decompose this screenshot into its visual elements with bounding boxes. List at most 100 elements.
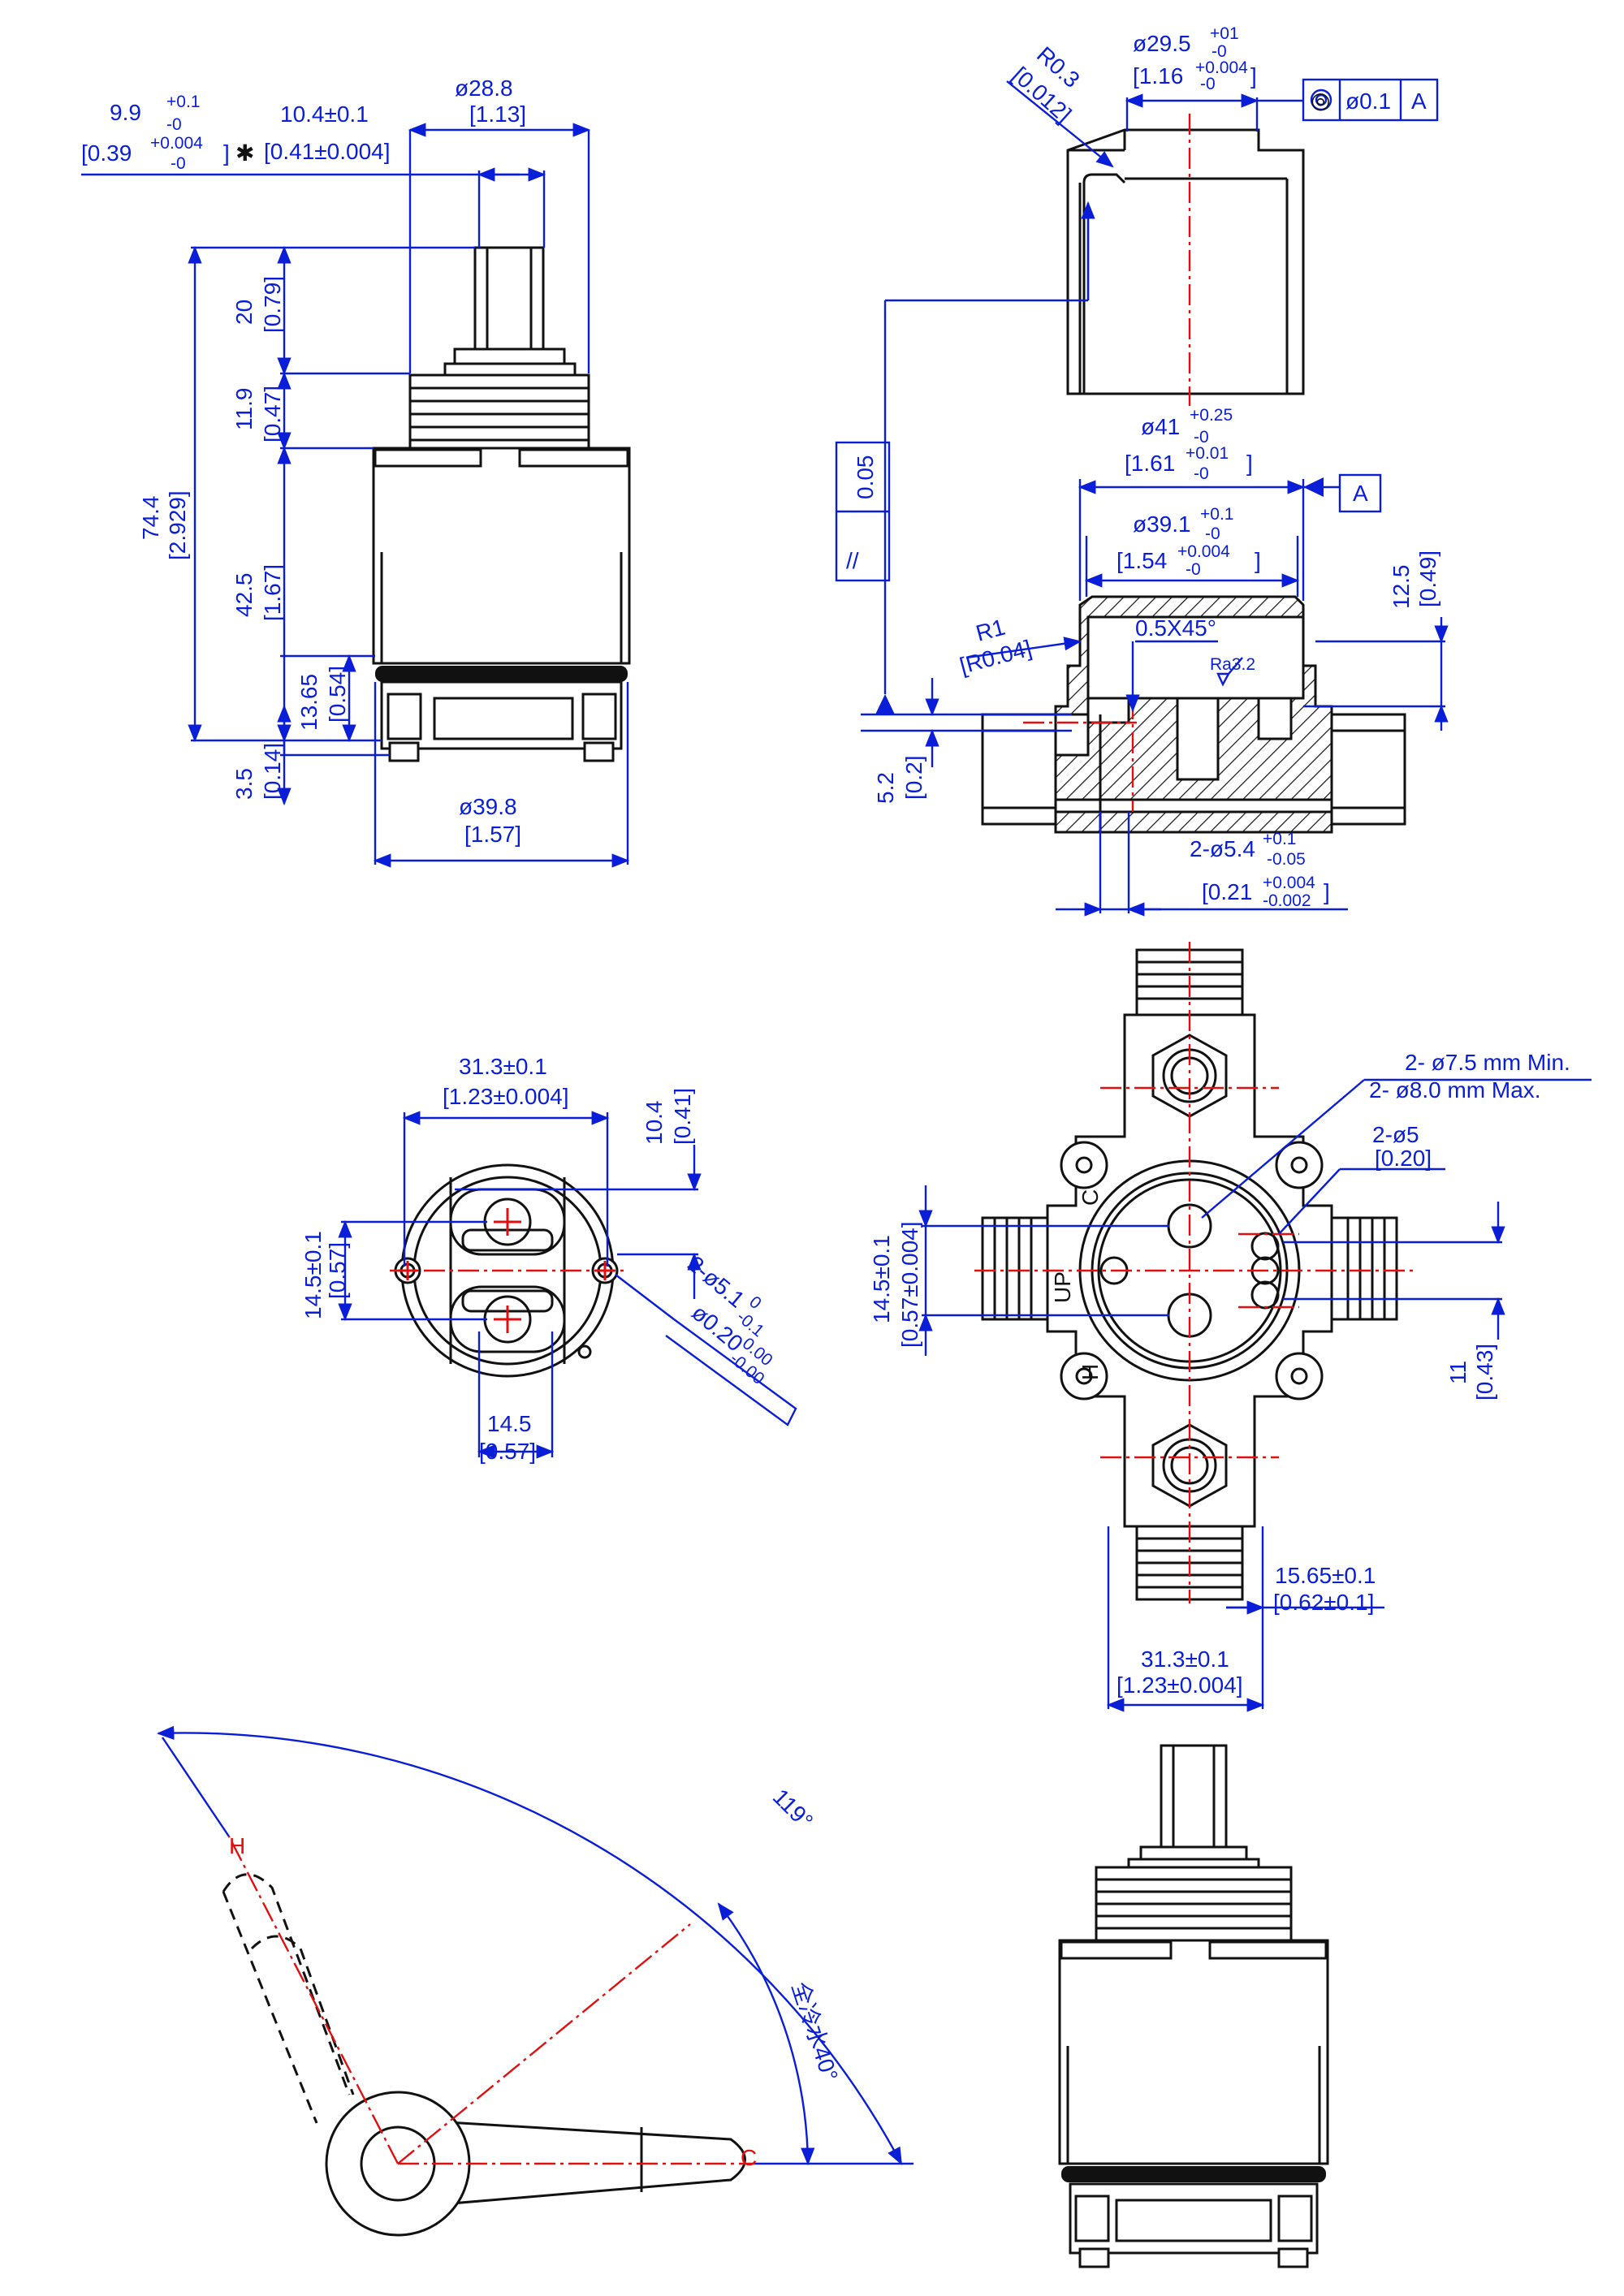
svg-text:+0.01: +0.01: [1186, 444, 1229, 463]
cold-mark: C: [741, 2145, 757, 2170]
svg-text:14.5±0.1: 14.5±0.1: [869, 1235, 894, 1323]
svg-text:+0.1: +0.1: [1200, 505, 1233, 524]
svg-text:12.5: 12.5: [1389, 565, 1414, 610]
svg-text:-0.05: -0.05: [1267, 850, 1306, 869]
svg-text:5.2: 5.2: [873, 772, 898, 804]
svg-text:]: ]: [223, 140, 230, 166]
svg-text:-0: -0: [166, 115, 182, 134]
side-view: 9.9 +0.1 -0 [0.39 +0.004 -0 ] ✱ 10.4±0.1…: [81, 76, 631, 868]
dim-10-4: 10.4±0.1: [280, 101, 369, 127]
svg-text:[0.21: [0.21: [1202, 879, 1252, 904]
svg-text:[1.54: [1.54: [1116, 548, 1167, 573]
svg-text:✱: ✱: [235, 140, 254, 166]
svg-text:]: ]: [1250, 63, 1257, 88]
svg-text:2-ø5.1: 2-ø5.1: [683, 1251, 749, 1313]
svg-text:[0.57±0.004]: [0.57±0.004]: [897, 1222, 922, 1349]
svg-text:ø39.8: ø39.8: [459, 794, 517, 819]
handle-swing-view: 119° 全冷水40° H C: [156, 1725, 914, 2237]
dim-31-3: 31.3±0.1: [459, 1054, 547, 1079]
thread: [408, 373, 590, 450]
stem: [473, 246, 545, 351]
mark-c: C: [1078, 1189, 1103, 1206]
dim-9-9: 9.9: [110, 100, 141, 125]
svg-text:[1.23±0.004]: [1.23±0.004]: [443, 1084, 569, 1109]
svg-text:-0: -0: [1212, 42, 1227, 61]
svg-text:10.4: 10.4: [641, 1101, 667, 1146]
svg-text:A: A: [1411, 88, 1427, 114]
svg-text:[0.47]: [0.47]: [260, 386, 285, 442]
svg-text:+0.004: +0.004: [1195, 58, 1248, 77]
svg-text:]: ]: [1324, 879, 1330, 904]
svg-text:[1.16: [1.16: [1133, 63, 1183, 88]
svg-text:ø0.1: ø0.1: [1345, 88, 1391, 114]
svg-text:+0.004: +0.004: [1263, 874, 1315, 892]
svg-text:[1.67]: [1.67]: [260, 564, 285, 621]
mark-h: H: [1078, 1364, 1103, 1380]
svg-text:-0.002: -0.002: [1263, 891, 1311, 910]
dim-29-5: ø29.5: [1133, 31, 1191, 56]
svg-text:[2.929]: [2.929]: [165, 490, 190, 560]
svg-text:]: ]: [1255, 548, 1261, 573]
svg-text:+0.004: +0.004: [150, 134, 203, 153]
svg-text:[0.79]: [0.79]: [260, 276, 285, 333]
svg-text:[0.62±0.1]: [0.62±0.1]: [1273, 1590, 1374, 1615]
svg-text:11: 11: [1445, 1361, 1471, 1384]
svg-text:[0.20]: [0.20]: [1375, 1146, 1432, 1171]
svg-text:2-ø5.4: 2-ø5.4: [1190, 836, 1255, 861]
svg-text:[0.41±0.004]: [0.41±0.004]: [264, 139, 391, 164]
svg-text:-0: -0: [1186, 560, 1201, 579]
section-view: ø41 +0.25 -0 [1.61 +0.01 -0 ] A ø39.1 +0…: [835, 300, 1449, 917]
svg-text:-0: -0: [171, 154, 186, 173]
datum-a: A: [1353, 481, 1368, 506]
svg-text:13.65: 13.65: [296, 674, 322, 731]
hot-mark: H: [229, 1833, 245, 1858]
svg-text:[0.49]: [0.49]: [1415, 550, 1440, 607]
parallelism-symbol: //: [846, 548, 859, 573]
dim-28-8: ø28.8: [455, 76, 513, 101]
mark-up: UP: [1050, 1271, 1075, 1303]
svg-text:-0: -0: [1205, 524, 1220, 543]
svg-text:0.05: 0.05: [853, 455, 878, 500]
valve-body-view: 2- ø7.5 mm Min. 2- ø8.0 mm Max. 2-ø5 [0.…: [869, 942, 1592, 1712]
svg-text:11.9: 11.9: [231, 388, 257, 430]
side-view-2: [1058, 1744, 1329, 2268]
svg-text:0.5X45°: 0.5X45°: [1135, 615, 1216, 641]
dim-41: ø41: [1141, 414, 1180, 439]
svg-text:[1.61: [1.61: [1125, 451, 1175, 476]
svg-text:-0: -0: [1200, 75, 1216, 93]
svg-text:+0.1: +0.1: [166, 93, 200, 111]
svg-text:14.5±0.1: 14.5±0.1: [300, 1231, 326, 1319]
svg-text:[0.57]: [0.57]: [325, 1242, 350, 1299]
svg-text:[0.2]: [0.2]: [901, 756, 926, 800]
svg-text:ø39.1: ø39.1: [1133, 511, 1191, 537]
svg-text:[0.57]: [0.57]: [479, 1439, 536, 1464]
svg-text:+0.004: +0.004: [1177, 542, 1230, 561]
svg-text:[0.41]: [0.41]: [670, 1088, 695, 1145]
sleeve-view: ø29.5 +01 -0 [1.16 +0.004 -0 ] R0.3 [0.0…: [885, 24, 1439, 406]
svg-text:15.65±0.1: 15.65±0.1: [1275, 1563, 1376, 1588]
angle-119: 119°: [768, 1784, 818, 1833]
bottom-view: 31.3±0.1 [1.23±0.004] 10.4 [0.41] 14.5±0…: [300, 1054, 797, 1464]
svg-text:20: 20: [231, 300, 257, 325]
svg-text:]: ]: [1246, 451, 1253, 476]
svg-text:3.5: 3.5: [231, 768, 257, 800]
cartridge-body: [372, 447, 631, 665]
o-ring: [375, 666, 628, 682]
port-min: 2- ø7.5 mm Min.: [1405, 1050, 1570, 1075]
port-max: 2- ø8.0 mm Max.: [1369, 1077, 1541, 1103]
concentricity-symbol: ◎: [1311, 88, 1330, 113]
svg-text:[0.14]: [0.14]: [260, 743, 285, 800]
svg-text:-0: -0: [1194, 428, 1209, 447]
svg-text:Ra3.2: Ra3.2: [1210, 655, 1255, 674]
svg-text:+0.25: +0.25: [1190, 406, 1233, 425]
svg-text:[1.13]: [1.13]: [469, 101, 526, 127]
svg-text:14.5: 14.5: [487, 1411, 532, 1436]
svg-text:31.3±0.1: 31.3±0.1: [1141, 1646, 1229, 1672]
svg-text:[0.39: [0.39: [81, 140, 132, 166]
dim-74-4: 74.4: [138, 496, 163, 541]
svg-text:[0.54]: [0.54]: [325, 666, 350, 723]
svg-text:2-ø5: 2-ø5: [1372, 1122, 1419, 1147]
svg-text:+01: +01: [1210, 24, 1239, 43]
svg-text:42.5: 42.5: [231, 573, 257, 618]
